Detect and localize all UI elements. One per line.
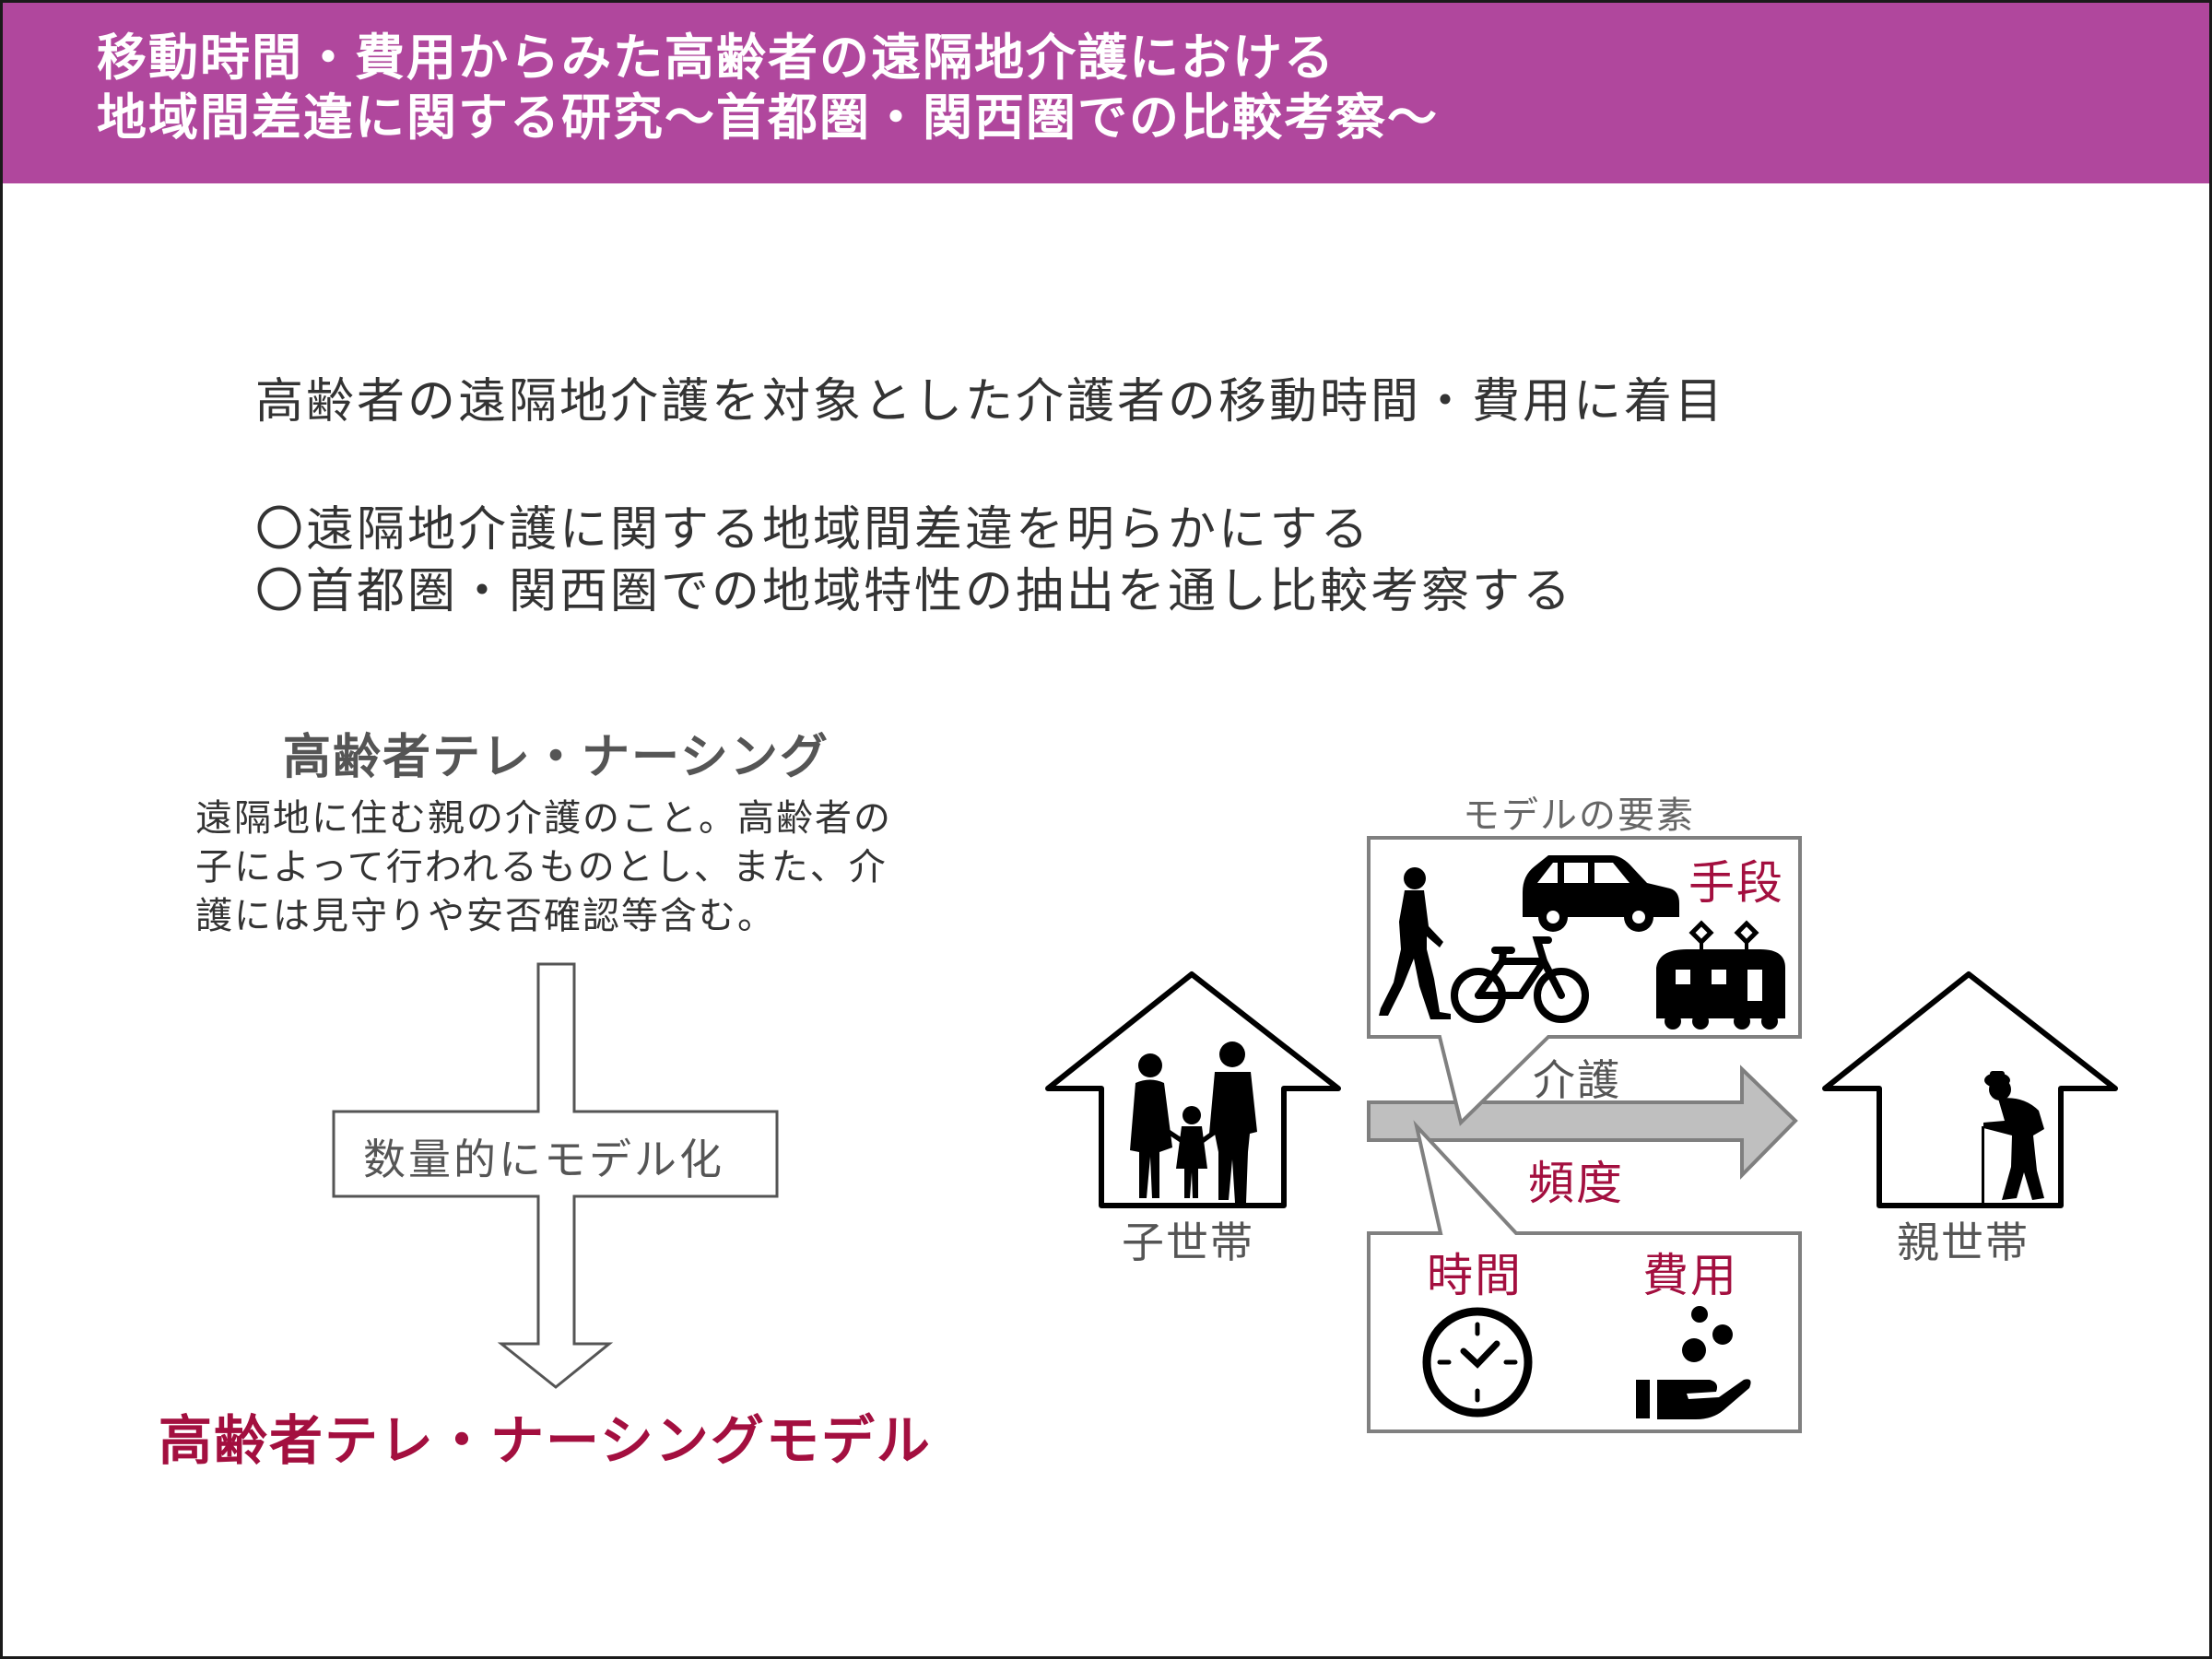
elderly-person-with-cane-icon (1982, 1071, 2044, 1205)
tram-icon (1656, 920, 1785, 1030)
title-line-2: 地域間差違に関する研究〜首都圏・関西圏での比較考察〜 (97, 88, 1439, 147)
bicycle-icon (1451, 936, 1589, 1023)
tele-nursing-heading: 高齢者テレ・ナーシング (283, 730, 830, 785)
means-label: 手段 (1688, 856, 1784, 910)
model-title: 高齢者テレ・ナーシングモデル (159, 1409, 932, 1472)
frequency-label: 頻度 (1528, 1157, 1624, 1210)
walking-person-icon (1379, 867, 1451, 1019)
hand-coins-icon (1636, 1306, 1751, 1419)
child-household-label: 子世帯 (1122, 1218, 1254, 1267)
car-icon (1523, 855, 1679, 932)
goal-item: 〇遠隔地介護に関する地域間差違を明らかにする (255, 502, 1371, 558)
tele-nursing-description-line: 護には見守りや安否確認等含む。 (195, 895, 776, 937)
model-elements-caption: モデルの要素 (1463, 794, 1695, 837)
tele-nursing-description-line: 子によって行われるものとし、また、介 (195, 846, 888, 888)
child-household-house (1045, 971, 1341, 1208)
tele-nursing-description-line: 遠隔地に住む親の介護のこと。高齢者の (195, 797, 892, 840)
research-focus: 高齢者の遠隔地介護を対象とした介護者の移動時間・費用に着目 (255, 374, 1726, 429)
family-silhouette-icon (1130, 1041, 1257, 1203)
cost-label: 費用 (1642, 1249, 1738, 1302)
parent-household-label: 親世帯 (1897, 1218, 2030, 1267)
care-label: 介護 (1533, 1055, 1621, 1105)
clock-icon (1422, 1307, 1533, 1418)
modeling-flow-arrow (332, 962, 779, 1389)
parent-household-house (1822, 971, 2118, 1208)
process-label: 数量的にモデル化 (363, 1135, 724, 1184)
title-banner: 移動時間・費用からみた高齢者の遠隔地介護における 地域間差違に関する研究〜首都圏… (3, 3, 2209, 183)
goal-item: 〇首都圏・関西圏での地域特性の抽出を通し比較考察する (255, 564, 1574, 619)
title-line-1: 移動時間・費用からみた高齢者の遠隔地介護における (97, 29, 1335, 87)
time-label: 時間 (1427, 1249, 1523, 1302)
